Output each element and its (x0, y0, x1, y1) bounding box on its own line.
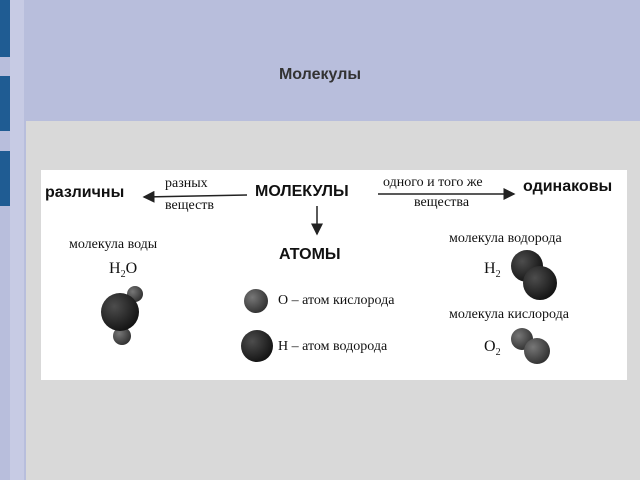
water-oxygen-atom (101, 293, 139, 331)
arrow-left-label-bottom: веществ (165, 198, 215, 213)
oxygen-atom (244, 289, 268, 313)
slide-title: Молекулы (278, 66, 362, 83)
water-molecule-label: молекула воды (69, 237, 158, 252)
hydrogen-molecule-atom-2 (523, 266, 557, 300)
water-formula: H2O (109, 260, 138, 281)
oxygen-molecule-atom-2 (524, 338, 550, 364)
water-hydrogen-atom-bottom (113, 327, 131, 345)
accent-bar-middle (0, 76, 10, 131)
hydrogen-molecule-label: молекула водорода (449, 231, 562, 246)
oxygen-molecule-label: молекула кислорода (449, 307, 569, 322)
arrow-right-label-top: одного и того же (383, 175, 483, 190)
center-molecules: МОЛЕКУЛЫ (255, 183, 349, 200)
left-stripe (10, 0, 24, 480)
accent-bar-bottom (0, 151, 10, 206)
arrow-left (142, 190, 248, 203)
diagram-arrows (142, 188, 516, 236)
hydrogen-atom (241, 330, 273, 362)
hydrogen-formula: H2 (484, 260, 501, 281)
hydrogen-atom-label: H – атом водорода (278, 339, 388, 354)
arrow-left-label-top: разных (165, 176, 208, 191)
oxygen-formula: O2 (484, 338, 501, 359)
oxygen-atom-label: O – атом кислорода (278, 293, 395, 308)
molecules-diagram: различны разных веществ МОЛЕКУЛЫ одного … (41, 170, 627, 380)
arrow-right-label-bottom: вещества (414, 195, 470, 210)
result-different: различны (45, 184, 125, 201)
result-same: одинаковы (523, 178, 613, 195)
atoms-label: АТОМЫ (279, 246, 341, 263)
accent-bar-top (0, 0, 10, 57)
